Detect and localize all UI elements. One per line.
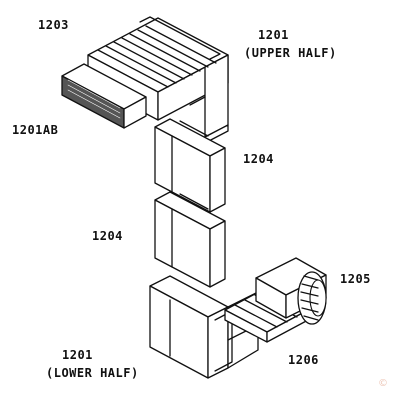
label-1204-upper: 1204 <box>243 152 274 166</box>
label-1201-lower-number: 1201 <box>62 348 93 362</box>
label-1201-upper-number: 1201 <box>258 28 289 42</box>
label-1201-upper-caption: (UPPER HALF) <box>244 46 337 60</box>
label-1204-lower: 1204 <box>92 229 123 243</box>
label-1201-lower-caption: (LOWER HALF) <box>46 366 139 380</box>
label-1203: 1203 <box>38 18 69 32</box>
part-1204-lower-segment <box>154 191 226 288</box>
label-1206: 1206 <box>288 353 319 367</box>
label-1205: 1205 <box>340 272 371 286</box>
part-1205-end-cap <box>255 257 327 325</box>
part-1204-upper-segment <box>154 118 226 213</box>
label-1201ab: 1201AB <box>12 123 59 137</box>
part-1201ab-rail <box>61 63 147 129</box>
watermark-mark: © <box>378 378 388 389</box>
upper-half-housing <box>87 16 229 144</box>
